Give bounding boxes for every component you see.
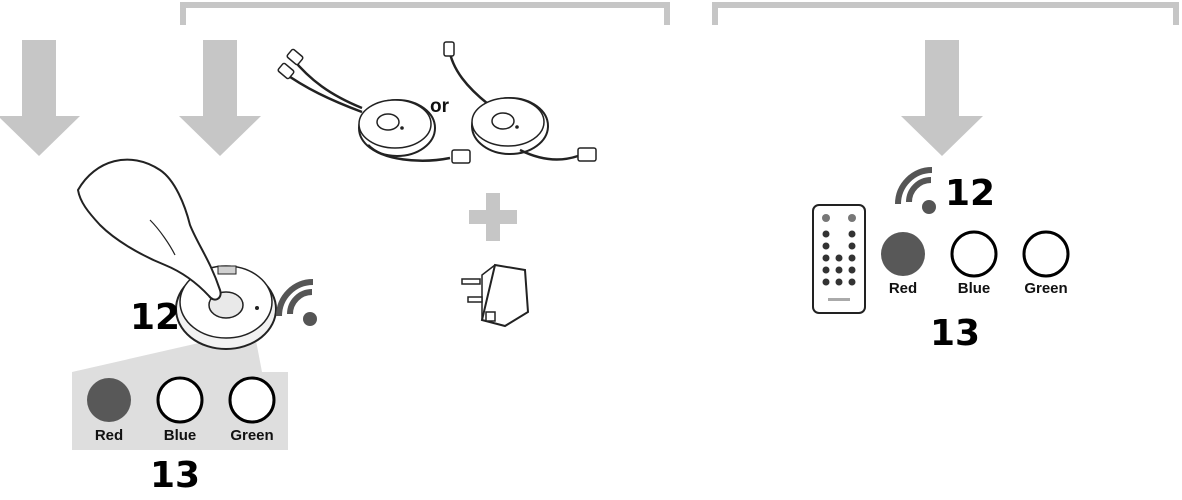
indicator-light-blue (156, 376, 204, 424)
light-label-blue: Blue (957, 280, 991, 297)
cable-hub-icon (277, 48, 471, 164)
hand-pressing-icon (76, 158, 222, 301)
wifi-signal-icon (276, 279, 317, 326)
indicator-light-red (881, 232, 925, 276)
wifi-signal-icon (895, 167, 936, 214)
light-label-red: Red (888, 280, 918, 297)
indicator-light-red (87, 378, 131, 422)
indicator-light-blue (950, 230, 998, 278)
callout-13-right: 13 (930, 313, 981, 354)
callout-12-right: 12 (945, 173, 996, 214)
bracket-right-group (712, 2, 1179, 25)
arrow-down-left (0, 40, 80, 156)
connector-or-label: or (430, 96, 449, 117)
callout-13-left: 13 (150, 455, 201, 496)
arrow-down-right (901, 40, 983, 156)
light-label-blue: Blue (163, 427, 197, 444)
plus-icon (469, 193, 517, 241)
indicator-light-green (228, 376, 276, 424)
cable-hub-single-icon (443, 41, 597, 162)
light-label-green: Green (230, 427, 274, 444)
arrow-down-middle (179, 40, 261, 156)
callout-12-left: 12 (130, 297, 181, 338)
power-adapter-icon (461, 263, 530, 328)
remote-control-icon (812, 204, 866, 314)
light-label-red: Red (94, 427, 124, 444)
indicator-light-green (1022, 230, 1070, 278)
bracket-left-group (180, 2, 670, 25)
light-label-green: Green (1024, 280, 1068, 297)
